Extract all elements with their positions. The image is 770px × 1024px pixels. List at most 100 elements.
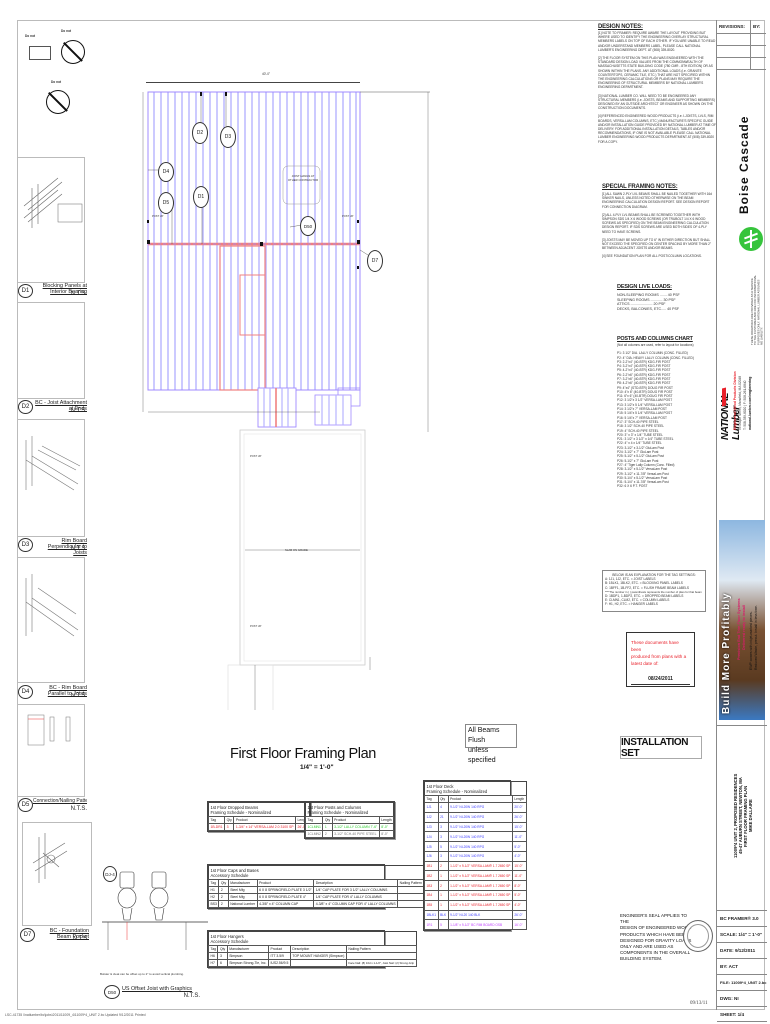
detail-tag-bubble: D50 [104, 985, 120, 999]
post-column-item: P25: 5-1/2" x 5-1/2" GluLam Post [617, 454, 664, 459]
plan-title: First Floor Framing Plan [230, 746, 376, 762]
revision-row [717, 34, 766, 46]
all-beams-note: All Beams Flush unless specified [465, 724, 517, 764]
schedule-caption: 1st Floor Hangers [210, 933, 244, 939]
hanger-diagram-icon [29, 46, 51, 60]
detail-callout-d7[interactable]: D7 [367, 250, 383, 272]
plan-scale: 1/4" = 1'-0" [300, 764, 334, 771]
detail-d3b-box [17, 557, 85, 683]
detail-tag-bubble: D4 [18, 685, 33, 699]
schedule-caption: Framing Schedule - Nominalized [307, 809, 369, 815]
post-column-item: P31: 5-1/4" x 11-7/8" VersaLam Post [617, 480, 669, 485]
post-column-item: P28: 3-1/2" x 5-1/2" VersaLam Post [617, 467, 668, 472]
post-column-item: P16: 5 1/4"x 7" VERSA-LAM POST [617, 415, 667, 420]
post-column-item: P17: 3" SCH-40 PIPE STEEL [617, 419, 659, 424]
post-column-item: P22: 4" x 4 x 1/4" TUBE STEEL [617, 441, 662, 446]
installation-set-label: INSTALLATION SET [620, 736, 702, 759]
disclaimer-text: THESE DRAWINGS ARE PROVIDED AS A SERVICE… [751, 275, 763, 345]
post-column-item: P26: 5-1/2" x 7" GluLam Post [617, 458, 659, 463]
plan-latest-date: 08/24/2011 [631, 676, 690, 685]
post-column-item: P20: 3" x 3" x 1/4" TUBE STEEL [617, 432, 663, 437]
post-column-item: P8: 4-2"x6" (40-BTR) KDG-FIR POST [617, 381, 671, 386]
company-phone: T: 508-339-8020 | F: 508-261-6840 [743, 380, 747, 430]
live-load-item: NON-SLEEPING ROOMS ....... 40 PSF [617, 293, 680, 297]
detail-tag-bubble: D5 [18, 798, 33, 812]
detail-title: US Offset Joist with Graphics [122, 986, 193, 992]
revision-row [717, 58, 766, 70]
beam-pocket-drawing-icon [32, 833, 68, 883]
company-website[interactable]: national-lumber.com/engineering [748, 376, 752, 430]
post-column-item: P1: 3 1/2" DIA. LALLY COLUMN (CONC. FILL… [617, 351, 688, 356]
detail-tag-bubble: D7 [20, 928, 35, 942]
detail-d2-box [17, 302, 85, 399]
post-column-item: P18: 3 1/2" SCH-40 PIPE STEEL [617, 424, 665, 429]
post-column-item: P10: 4"x 6" (40-BTR) DOUG FIR POST [617, 389, 673, 394]
design-note-item: [4] REFERENCED ENGINEERED WOOD PRODUCTS … [598, 114, 716, 144]
posts-chart-subtitle: (Not all columns are used, refer to layo… [617, 343, 694, 347]
detail-title: Connection/Nailing Pattern (Side Load) [33, 798, 87, 804]
live-load-item: SLEEPING ROOMS ............ 30 PSF [617, 297, 676, 302]
engineer-seal-note: ENGINEER'S SEAL APPLIES TO THE DESIGN OF… [620, 913, 692, 962]
title-block-rows: BC FRAMER® 3.0 SCALE: 1/4" = 1'-0" DATE:… [717, 910, 767, 1022]
detail-callout-d2[interactable]: D2 [192, 122, 208, 144]
post-column-item: P23: 3-1/2" x 3-1/2" GluLam Post [617, 445, 664, 450]
detail-callout-d3[interactable]: D3 [220, 126, 236, 148]
plan-date-stamp-box: These documents have been produced from … [626, 632, 695, 687]
detail-callout-d50[interactable]: D50 [300, 216, 316, 236]
post-column-item: P19: 4" SCH-40 PIPE STEEL [617, 428, 659, 433]
post-column-item: P13: 3 1/2"x 5 1/4" VERSA-LAM POST [617, 402, 673, 407]
floor-plan: 40'-0" [140, 70, 440, 710]
national-lumber-accent-icon [722, 387, 726, 407]
detail-nts: N.T.S. [70, 291, 87, 297]
special-framing-notes: SPECIAL FRAMING NOTES: [1] ALL SAWN 2-PL… [602, 184, 714, 259]
post-column-item: P5: 4-2"x4" (40-BTR) KDG-FIR POST [617, 368, 671, 373]
live-load-item: DECKS, BALCONIES, ETC..... 40 PSF [617, 306, 680, 311]
detail-d5-box [22, 822, 92, 926]
detail-callout-d5[interactable]: D5 [158, 192, 174, 214]
col-header: Qty [224, 816, 235, 824]
detail-tag-bubble: DJ-4 [103, 866, 117, 882]
detail-d3-box [17, 419, 85, 537]
post-column-item: P29: 3-1/2" x 11-7/8" VersaLam Post [617, 471, 669, 476]
note-line: unless specified [468, 747, 496, 764]
detail-callout-d1[interactable]: D1 [193, 186, 209, 208]
banner-title: Build More Profitably [721, 592, 732, 714]
overall-dimension: 40'-0" [262, 72, 271, 76]
detail-d4-box [17, 704, 85, 797]
schedule-caption: Framing Schedule - Nominalized [426, 788, 488, 794]
detail-callout-d4[interactable]: D4 [158, 162, 174, 182]
design-notes-title: DESIGN NOTES: [598, 24, 643, 30]
post-column-item: P24: 3-1/2" x 7" GluLam Post [617, 450, 659, 455]
rim-parallel-drawing-icon [25, 574, 79, 637]
post-column-item: P6: 2-2"x6" (40-BTR) KDG-FIR POST [617, 372, 671, 377]
post-column-item: P14: 3 1/2"x 7" VERSA-LAM POST [617, 407, 667, 412]
do-not-diagrams: Do not Do not Do not [21, 28, 85, 138]
posts-list: P1: 3 1/2" DIA. LALLY COLUMN (CONC. FILL… [617, 351, 707, 489]
drawn-by: BY: ACT [717, 958, 767, 974]
detail-nts: N.T.S. [70, 546, 87, 552]
revisions-header: REVISIONS: BY: [717, 20, 766, 34]
detail-title: BC - Rim Board Parallel to Joists [47, 685, 87, 697]
file-name: FILE: 11009*4_UNIT 2.bc [717, 974, 767, 990]
schedule-caption: 1st Floor Dropped Beams [210, 804, 259, 810]
post-column-item: P7: 3-2"x6" (40-BTR) KDG-FIR POST [617, 376, 671, 381]
details-column: Do not Do not Do not D1 Blocking Panels … [17, 22, 92, 997]
col-header: Tag [207, 816, 226, 824]
detail-tag-bubble: D2 [18, 400, 33, 414]
rim-board-table-drawing-icon [27, 714, 71, 746]
note-line: All Beams Flush [468, 727, 500, 744]
d50-note: Bolster & cleat can be offset up to 2" t… [100, 972, 184, 976]
dimension-line [146, 82, 360, 83]
live-loads-title: DESIGN LIVE LOADS: [617, 284, 672, 290]
detail-tag-bubble: D1 [18, 284, 33, 298]
